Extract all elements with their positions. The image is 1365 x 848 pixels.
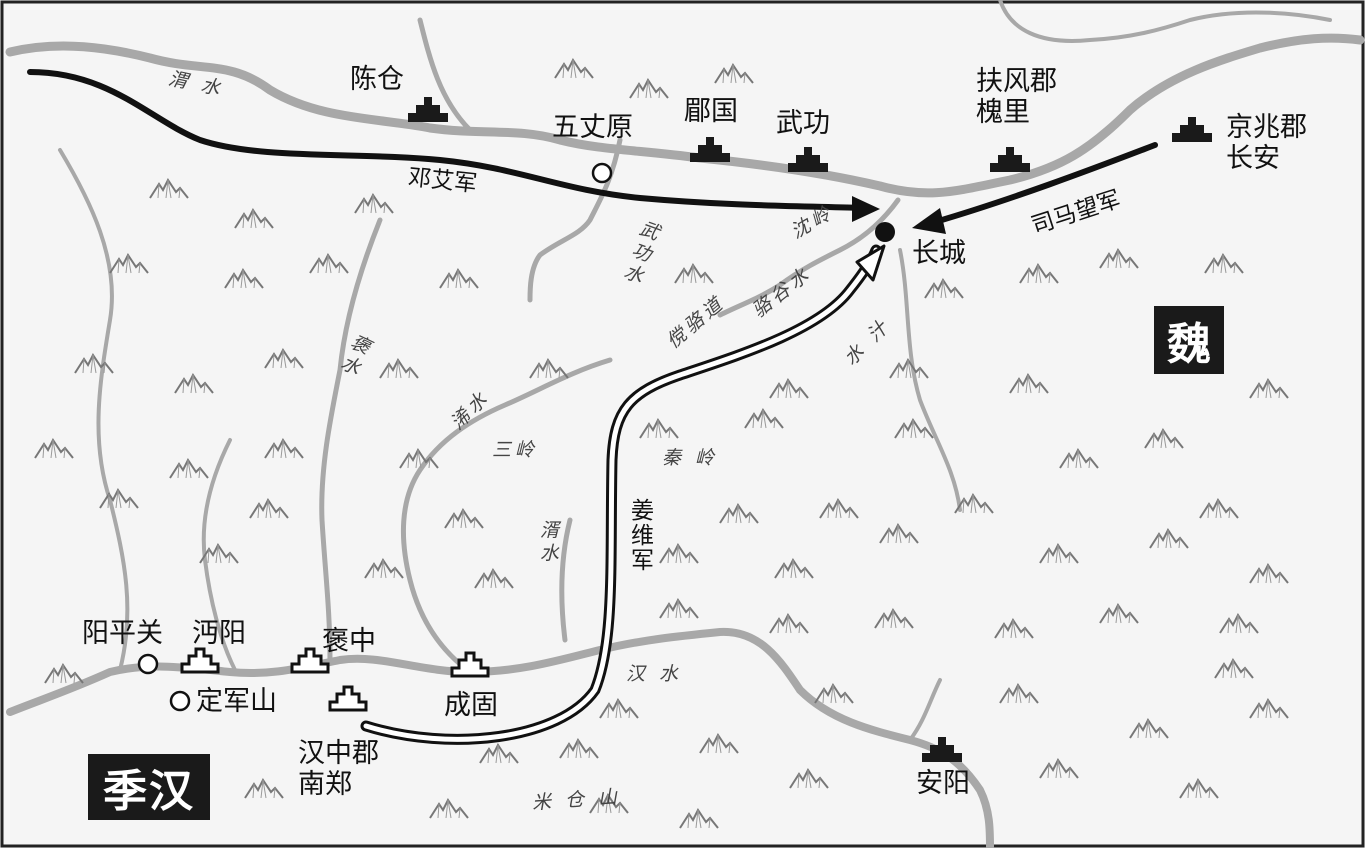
city-marker-wugong: [788, 147, 828, 172]
route-jiang-wei: [360, 244, 886, 745]
label-hanshui: 汉 水: [626, 663, 683, 685]
route-deng-ai-arrowhead: [852, 196, 880, 222]
city-marker-huaili: [990, 147, 1030, 172]
label-fufeng-huaili: 扶风郡 槐里: [976, 66, 1057, 128]
label-wugong: 武功: [776, 108, 830, 139]
label-changan: 长安: [1226, 143, 1280, 175]
marker-yangpingguan: [137, 653, 159, 675]
label-army-jiang-wei: 姜维军: [626, 498, 653, 573]
river-xushui: [401, 357, 613, 675]
city-marker-baozhong: [290, 647, 330, 674]
label-shishui: 湑水: [536, 520, 559, 566]
river-minor-west: [58, 148, 130, 672]
city-marker-nanzheng: [328, 685, 368, 712]
marker-wuzhangyuan: [591, 162, 613, 184]
marker-changcheng: [875, 222, 895, 242]
city-marker-anyang: [922, 737, 962, 762]
label-huaili: 槐里: [976, 97, 1030, 129]
label-changcheng: 长城: [912, 238, 966, 269]
label-baozhong: 褒中: [322, 626, 376, 657]
city-marker-changan: [1172, 117, 1212, 142]
label-wuzhangyuan: 五丈原: [552, 112, 633, 143]
label-hanzhong-nanzheng: 汉中郡 南郑: [298, 738, 379, 800]
label-hanzhongjun: 汉中郡: [298, 738, 379, 769]
city-marker-meiguo: [690, 137, 730, 162]
label-dingjunshan: 定军山: [196, 686, 277, 717]
river-baoshui: [319, 17, 473, 663]
river-wugongshui: [527, 137, 623, 303]
label-chenggu: 成固: [444, 690, 498, 721]
label-jingzhaojun: 京兆郡: [1226, 112, 1307, 143]
label-jingzhao-changan: 京兆郡 长安: [1226, 112, 1307, 174]
state-badge-wei: 魏: [1154, 306, 1224, 374]
river-minor-southwest: [201, 438, 237, 672]
city-marker-mianyang: [180, 647, 220, 674]
marker-dingjunshan: [169, 690, 191, 712]
label-nanzheng: 南郑: [298, 769, 352, 801]
label-mianyang: 沔阳: [192, 618, 246, 649]
label-yangpingguan: 阳平关: [82, 618, 163, 649]
route-sima-wang: [932, 142, 1158, 225]
river-minor-east: [898, 248, 962, 512]
label-qinling: 秦 岭: [662, 447, 719, 469]
river-minor-north-east: [998, 0, 1332, 43]
label-meiguo: 郿国: [684, 96, 738, 127]
city-marker-chencang: [408, 97, 448, 122]
label-chencang: 陈仓: [350, 64, 404, 95]
river-luoyanshui: [717, 197, 901, 318]
city-marker-chenggu: [450, 651, 490, 678]
label-sanling: 三岭: [492, 439, 539, 461]
route-sima-wang-arrowhead: [912, 208, 946, 234]
state-badge-jihan: 季汉: [88, 754, 210, 820]
river-shishui: [559, 517, 573, 643]
river-minor-south-east: [908, 678, 942, 742]
label-anyang: 安阳: [916, 768, 970, 799]
route-deng-ai: [27, 69, 868, 211]
label-fufengjun: 扶风郡: [976, 66, 1057, 97]
